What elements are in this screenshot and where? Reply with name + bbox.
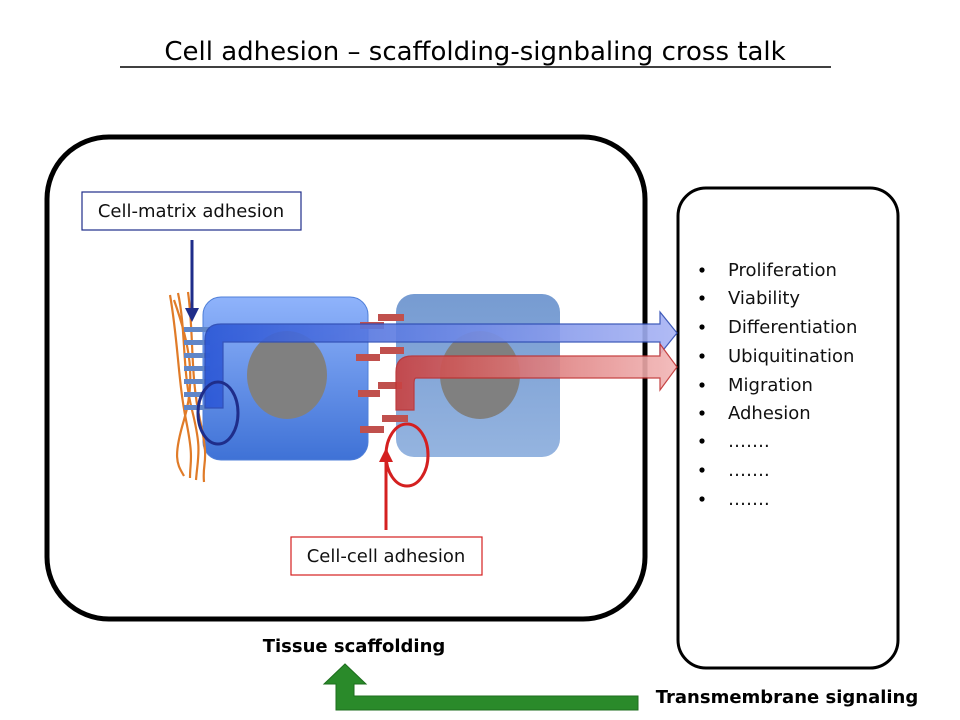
cell-cell-label: Cell-cell adhesion xyxy=(307,546,466,567)
outcome-item: ……. xyxy=(728,489,770,510)
outcome-item: Differentiation xyxy=(728,317,857,338)
bullet-dot-icon xyxy=(699,324,705,330)
matrix-adhesion-circle xyxy=(196,380,240,446)
transmembrane-feedback-arrow xyxy=(322,663,639,711)
left-nucleus xyxy=(247,331,327,419)
bullet-dot-icon xyxy=(699,382,705,388)
bullet-dot-icon xyxy=(699,295,705,301)
bullet-dot-icon xyxy=(699,467,705,473)
outcome-item: Proliferation xyxy=(728,260,837,281)
cell-matrix-label-box xyxy=(81,191,302,231)
slide-title: Cell adhesion – scaffolding-signbaling c… xyxy=(164,37,785,67)
cell-cell-label-box xyxy=(290,536,483,576)
outcome-item: ……. xyxy=(728,460,770,481)
tissue-scaffolding-label: Tissue scaffolding xyxy=(263,636,446,657)
cell-cell-signaling-arrow xyxy=(395,342,678,411)
transmembrane-signaling-label: Transmembrane signaling xyxy=(656,687,919,708)
outcome-list: Proliferation Viability Differentiation … xyxy=(699,260,857,510)
outcomes-box xyxy=(676,186,900,670)
bullet-dot-icon xyxy=(699,438,705,444)
bullet-dot-icon xyxy=(699,496,705,502)
bullet-dot-icon xyxy=(699,267,705,273)
outcome-item: Ubiquitination xyxy=(728,346,854,367)
cell-pointer-head xyxy=(379,448,393,462)
outcome-item: ……. xyxy=(728,431,770,452)
cell-matrix-label: Cell-matrix adhesion xyxy=(98,201,284,222)
outcome-item: Migration xyxy=(728,375,813,396)
matrix-pointer-head xyxy=(185,308,199,322)
outcome-item: Adhesion xyxy=(728,403,811,424)
matrix-signaling-arrow xyxy=(204,310,678,409)
outcome-item: Viability xyxy=(728,288,800,309)
bullet-dot-icon xyxy=(699,410,705,416)
bullet-dot-icon xyxy=(699,353,705,359)
